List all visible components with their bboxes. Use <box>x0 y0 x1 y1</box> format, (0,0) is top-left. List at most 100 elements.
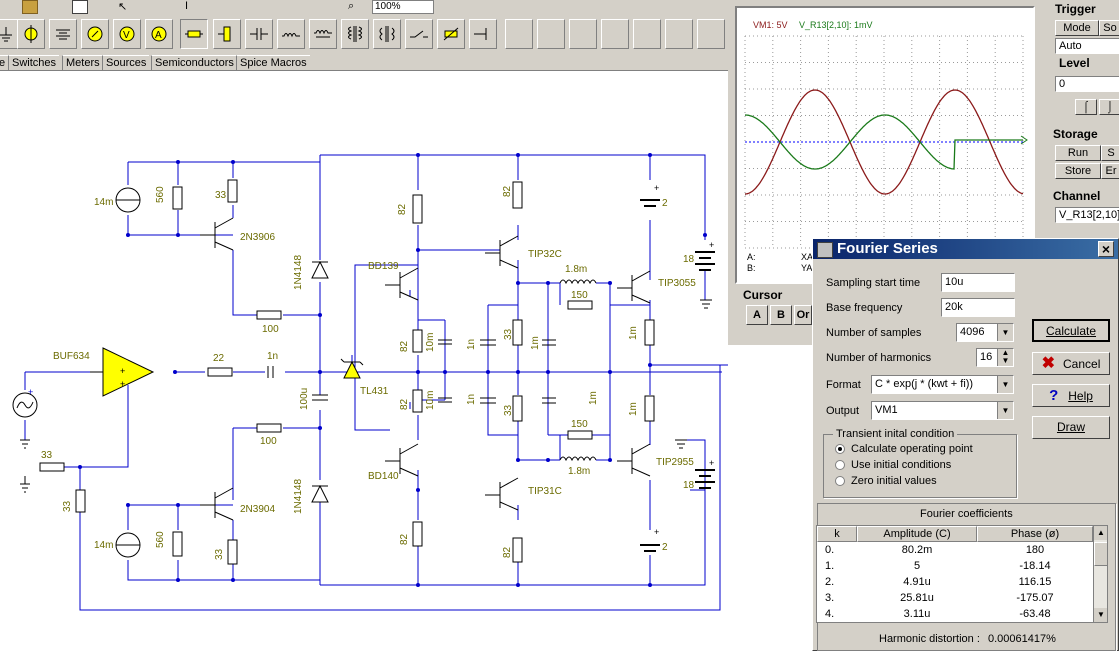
storage-erase-button[interactable]: Er <box>1101 163 1119 179</box>
component-button-voltmeter[interactable] <box>81 19 109 49</box>
level-field[interactable]: 0 <box>1055 76 1119 92</box>
component-button-varistor[interactable] <box>437 19 465 49</box>
base-frequency-input[interactable]: 20k <box>941 298 1015 317</box>
schematic-canvas[interactable]: V 560 33 2N3906 14m 82 82 BD139 TIP32C 1… <box>0 70 728 651</box>
storage-single-button[interactable]: S <box>1101 145 1119 161</box>
storage-store-button[interactable]: Store <box>1055 163 1101 179</box>
component-button-plate[interactable] <box>469 19 497 49</box>
component-button-inductor[interactable] <box>277 19 305 49</box>
resistors[interactable] <box>39 179 728 565</box>
oscilloscope-screen[interactable]: VM1: 5V V_R13[2,10]: 1mV A: B: XA YA <box>735 6 1035 284</box>
trigger-mode-button[interactable]: Mode <box>1055 20 1099 36</box>
tab-meters[interactable]: Meters <box>62 55 103 70</box>
coil-icon <box>314 30 332 38</box>
table-row[interactable]: 1.5-18.14 <box>825 560 1051 572</box>
component-button-lamp[interactable] <box>17 19 45 49</box>
component-slot-5[interactable] <box>633 19 661 49</box>
calculate-button[interactable]: Calculate <box>1032 319 1110 342</box>
draw-button[interactable]: Draw <box>1032 416 1110 439</box>
scope-row-b: B: <box>747 263 756 273</box>
radio-calculate-op-label[interactable]: Calculate operating point <box>851 443 973 455</box>
col-amplitude-header[interactable]: Amplitude (C) <box>857 526 977 542</box>
scope-grid <box>744 35 1024 249</box>
cursor-a-button[interactable]: A <box>746 305 768 325</box>
component-slot-3[interactable] <box>569 19 597 49</box>
inductors[interactable] <box>559 279 597 462</box>
zoom-icon[interactable]: ⌕ <box>348 0 355 12</box>
num-harmonics-spinner[interactable]: 16▲▼ <box>976 348 1014 367</box>
tab-semiconductors[interactable]: Semiconductors <box>151 55 237 70</box>
label-2-bot: 2 <box>662 542 668 553</box>
arrow-tool-icon[interactable]: ↖ <box>118 1 128 13</box>
diodes[interactable] <box>311 260 364 503</box>
label-tip3055: TIP3055 <box>658 278 696 289</box>
table-row[interactable]: 3.25.81u-175.07 <box>825 592 1054 604</box>
tab-passive[interactable]: e <box>0 55 9 70</box>
open-icon[interactable] <box>22 0 38 14</box>
switch-icon <box>410 30 428 38</box>
tab-switches[interactable]: Switches <box>8 55 60 70</box>
component-slot-2[interactable] <box>537 19 565 49</box>
component-button-a-source[interactable]: A <box>145 19 173 49</box>
capacitors[interactable] <box>267 339 556 404</box>
lamp-icon <box>24 25 38 43</box>
radio-zero-initial-label[interactable]: Zero initial values <box>851 475 937 487</box>
component-slot-4[interactable] <box>601 19 629 49</box>
component-button-potentiometer[interactable] <box>213 19 241 49</box>
component-button-battery[interactable] <box>49 19 77 49</box>
label-100-top: 100 <box>262 324 279 335</box>
zoom-combo[interactable]: 100% <box>372 0 434 14</box>
batteries[interactable] <box>640 199 715 552</box>
text-tool-icon[interactable]: I <box>185 0 189 12</box>
component-button-coil[interactable] <box>309 19 337 49</box>
col-phase-header[interactable]: Phase (ø) <box>977 526 1093 542</box>
help-button[interactable]: ?Help <box>1032 384 1110 407</box>
tab-spice-macros[interactable]: Spice Macros <box>236 55 310 70</box>
wires <box>24 154 728 611</box>
col-k-header[interactable]: k <box>817 526 857 542</box>
svg-text:+: + <box>120 379 125 389</box>
sampling-start-input[interactable]: 10u <box>941 273 1015 292</box>
label-14m-top: 14m <box>94 197 113 208</box>
table-scrollbar[interactable]: ▲ ▼ <box>1093 526 1107 622</box>
storage-run-button[interactable]: Run <box>1055 145 1101 161</box>
falling-edge-button[interactable]: ⌡ <box>1099 99 1119 115</box>
current-sources[interactable] <box>115 187 141 558</box>
radio-initial-conditions-label[interactable]: Use initial conditions <box>851 459 952 471</box>
scroll-down-icon[interactable]: ▼ <box>1094 608 1107 622</box>
scroll-thumb[interactable] <box>1094 542 1107 566</box>
format-combo[interactable]: C * exp(j * (kwt + fi))▼ <box>871 375 1014 394</box>
rising-edge-button[interactable]: ⌠ <box>1075 99 1097 115</box>
cursor-b-button[interactable]: B <box>770 305 792 325</box>
copy-icon[interactable] <box>72 0 88 14</box>
trigger-mode-field[interactable]: Auto <box>1055 38 1119 54</box>
fourier-titlebar[interactable]: Fourier Series × <box>813 239 1118 259</box>
radio-zero-initial[interactable] <box>835 476 845 486</box>
component-button-resistor[interactable] <box>180 19 208 49</box>
num-samples-combo[interactable]: 4096▼ <box>956 323 1014 342</box>
component-button-transformer[interactable] <box>341 19 369 49</box>
transistors[interactable] <box>200 217 651 521</box>
component-slot-7[interactable] <box>697 19 725 49</box>
channel-field[interactable]: V_R13[2,10] <box>1055 207 1119 223</box>
plate-icon <box>474 28 487 40</box>
cursor-other-button[interactable]: Or <box>794 305 812 325</box>
component-button-transformer-2[interactable] <box>373 19 401 49</box>
component-button-switch[interactable] <box>405 19 433 49</box>
close-button[interactable]: × <box>1098 241 1114 257</box>
tab-sources[interactable]: Sources <box>102 55 150 70</box>
table-row[interactable]: 4.3.11u-63.48 <box>825 608 1051 620</box>
cancel-button[interactable]: ✖Cancel <box>1032 352 1110 375</box>
component-button-capacitor[interactable] <box>245 19 273 49</box>
trigger-source-button[interactable]: So <box>1099 20 1119 36</box>
radio-initial-conditions[interactable] <box>835 460 845 470</box>
component-slot-1[interactable] <box>505 19 533 49</box>
scroll-up-icon[interactable]: ▲ <box>1094 526 1107 540</box>
output-combo[interactable]: VM1▼ <box>871 401 1014 420</box>
component-button-v-source[interactable]: V <box>113 19 141 49</box>
radio-calculate-op[interactable] <box>835 444 845 454</box>
component-slot-6[interactable] <box>665 19 693 49</box>
